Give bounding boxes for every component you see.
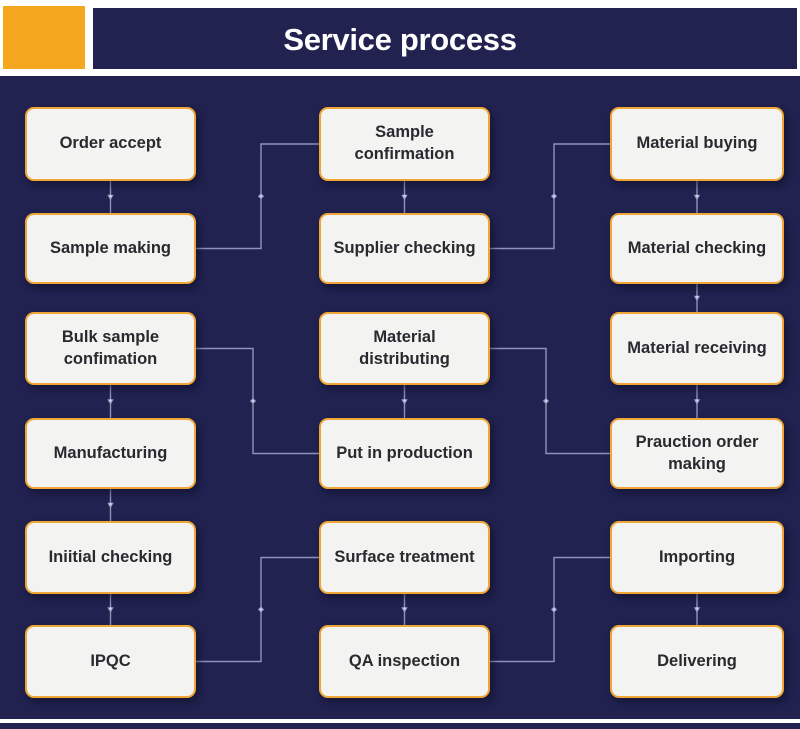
edge-manufacturing--iniitial-checking xyxy=(107,489,114,521)
header-bar xyxy=(93,8,797,69)
node-ipqc: IPQC xyxy=(25,625,196,698)
header-accent-square xyxy=(3,6,85,69)
node-label-ipqc: IPQC xyxy=(90,651,131,670)
edge-prauction-order-making--material-distributing xyxy=(490,347,610,455)
node-qa-inspection: QA inspection xyxy=(319,625,490,698)
edge-sample-making--sample-confirmation xyxy=(196,143,319,250)
edge-sample-confirmation--supplier-checking xyxy=(401,181,408,213)
node-label-order-accept: Order accept xyxy=(59,134,162,153)
node-importing: Importing xyxy=(610,521,784,594)
node-label-material-distributing: Material distributing xyxy=(359,327,450,368)
node-label-put-in-production: Put in production xyxy=(336,443,473,462)
node-material-receiving: Material receiving xyxy=(610,312,784,385)
edge-order-accept--sample-making xyxy=(107,181,114,213)
node-label-surface-treatment: Surface treatment xyxy=(334,547,475,566)
node-material-checking: Material checking xyxy=(610,213,784,284)
edge-importing--delivering xyxy=(693,594,701,625)
edge-material-buying--material-checking xyxy=(693,181,701,213)
node-label-bulk-sample-confimation: Bulk sample confimation xyxy=(61,327,160,368)
node-label-manufacturing: Manufacturing xyxy=(53,443,168,462)
edge-iniitial-checking--ipqc xyxy=(107,594,114,625)
node-iniitial-checking: Iniitial checking xyxy=(25,521,196,594)
node-label-delivering: Delivering xyxy=(657,651,737,670)
node-label-sample-making: Sample making xyxy=(49,238,172,257)
node-sample-confirmation: Sample confirmation xyxy=(319,107,490,181)
node-label-supplier-checking: Supplier checking xyxy=(333,238,476,257)
node-material-buying: Material buying xyxy=(610,107,784,181)
edge-surface-treatment--qa-inspection xyxy=(401,594,408,625)
node-label-sample-confirmation: Sample confirmation xyxy=(354,123,455,163)
node-material-distributing: Material distributing xyxy=(319,312,490,385)
node-label-material-buying: Material buying xyxy=(636,134,758,153)
node-label-qa-inspection: QA inspection xyxy=(348,651,461,670)
node-bulk-sample-confimation: Bulk sample confimation xyxy=(25,312,196,385)
node-sample-making: Sample making xyxy=(25,213,196,284)
node-manufacturing: Manufacturing xyxy=(25,418,196,489)
node-order-accept: Order accept xyxy=(25,107,196,181)
node-delivering: Delivering xyxy=(610,625,784,698)
node-label-importing: Importing xyxy=(658,547,736,566)
node-supplier-checking: Supplier checking xyxy=(319,213,490,284)
edge-put-in-production--bulk-sample-confimation xyxy=(196,347,319,455)
node-label-iniitial-checking: Iniitial checking xyxy=(48,547,173,566)
node-surface-treatment: Surface treatment xyxy=(319,521,490,594)
node-put-in-production: Put in production xyxy=(319,418,490,489)
edge-qa-inspection--importing xyxy=(490,556,610,663)
content-background xyxy=(0,76,800,719)
edge-supplier-checking--material-buying xyxy=(490,143,610,250)
edge-material-receiving--prauction-order-making xyxy=(693,385,701,418)
edge-bulk-sample-confimation--manufacturing xyxy=(107,385,114,418)
edge-material-checking--material-receiving xyxy=(693,284,701,312)
node-label-material-checking: Material checking xyxy=(627,238,767,257)
page-title: Service process xyxy=(283,22,517,57)
node-prauction-order-making: Prauction order making xyxy=(610,418,784,489)
edge-ipqc--surface-treatment xyxy=(196,556,319,663)
node-label-material-receiving: Material receiving xyxy=(627,338,767,357)
bottom-strip xyxy=(0,723,800,729)
node-label-prauction-order-making: Prauction order making xyxy=(635,432,759,473)
edge-material-distributing--put-in-production xyxy=(401,385,408,418)
